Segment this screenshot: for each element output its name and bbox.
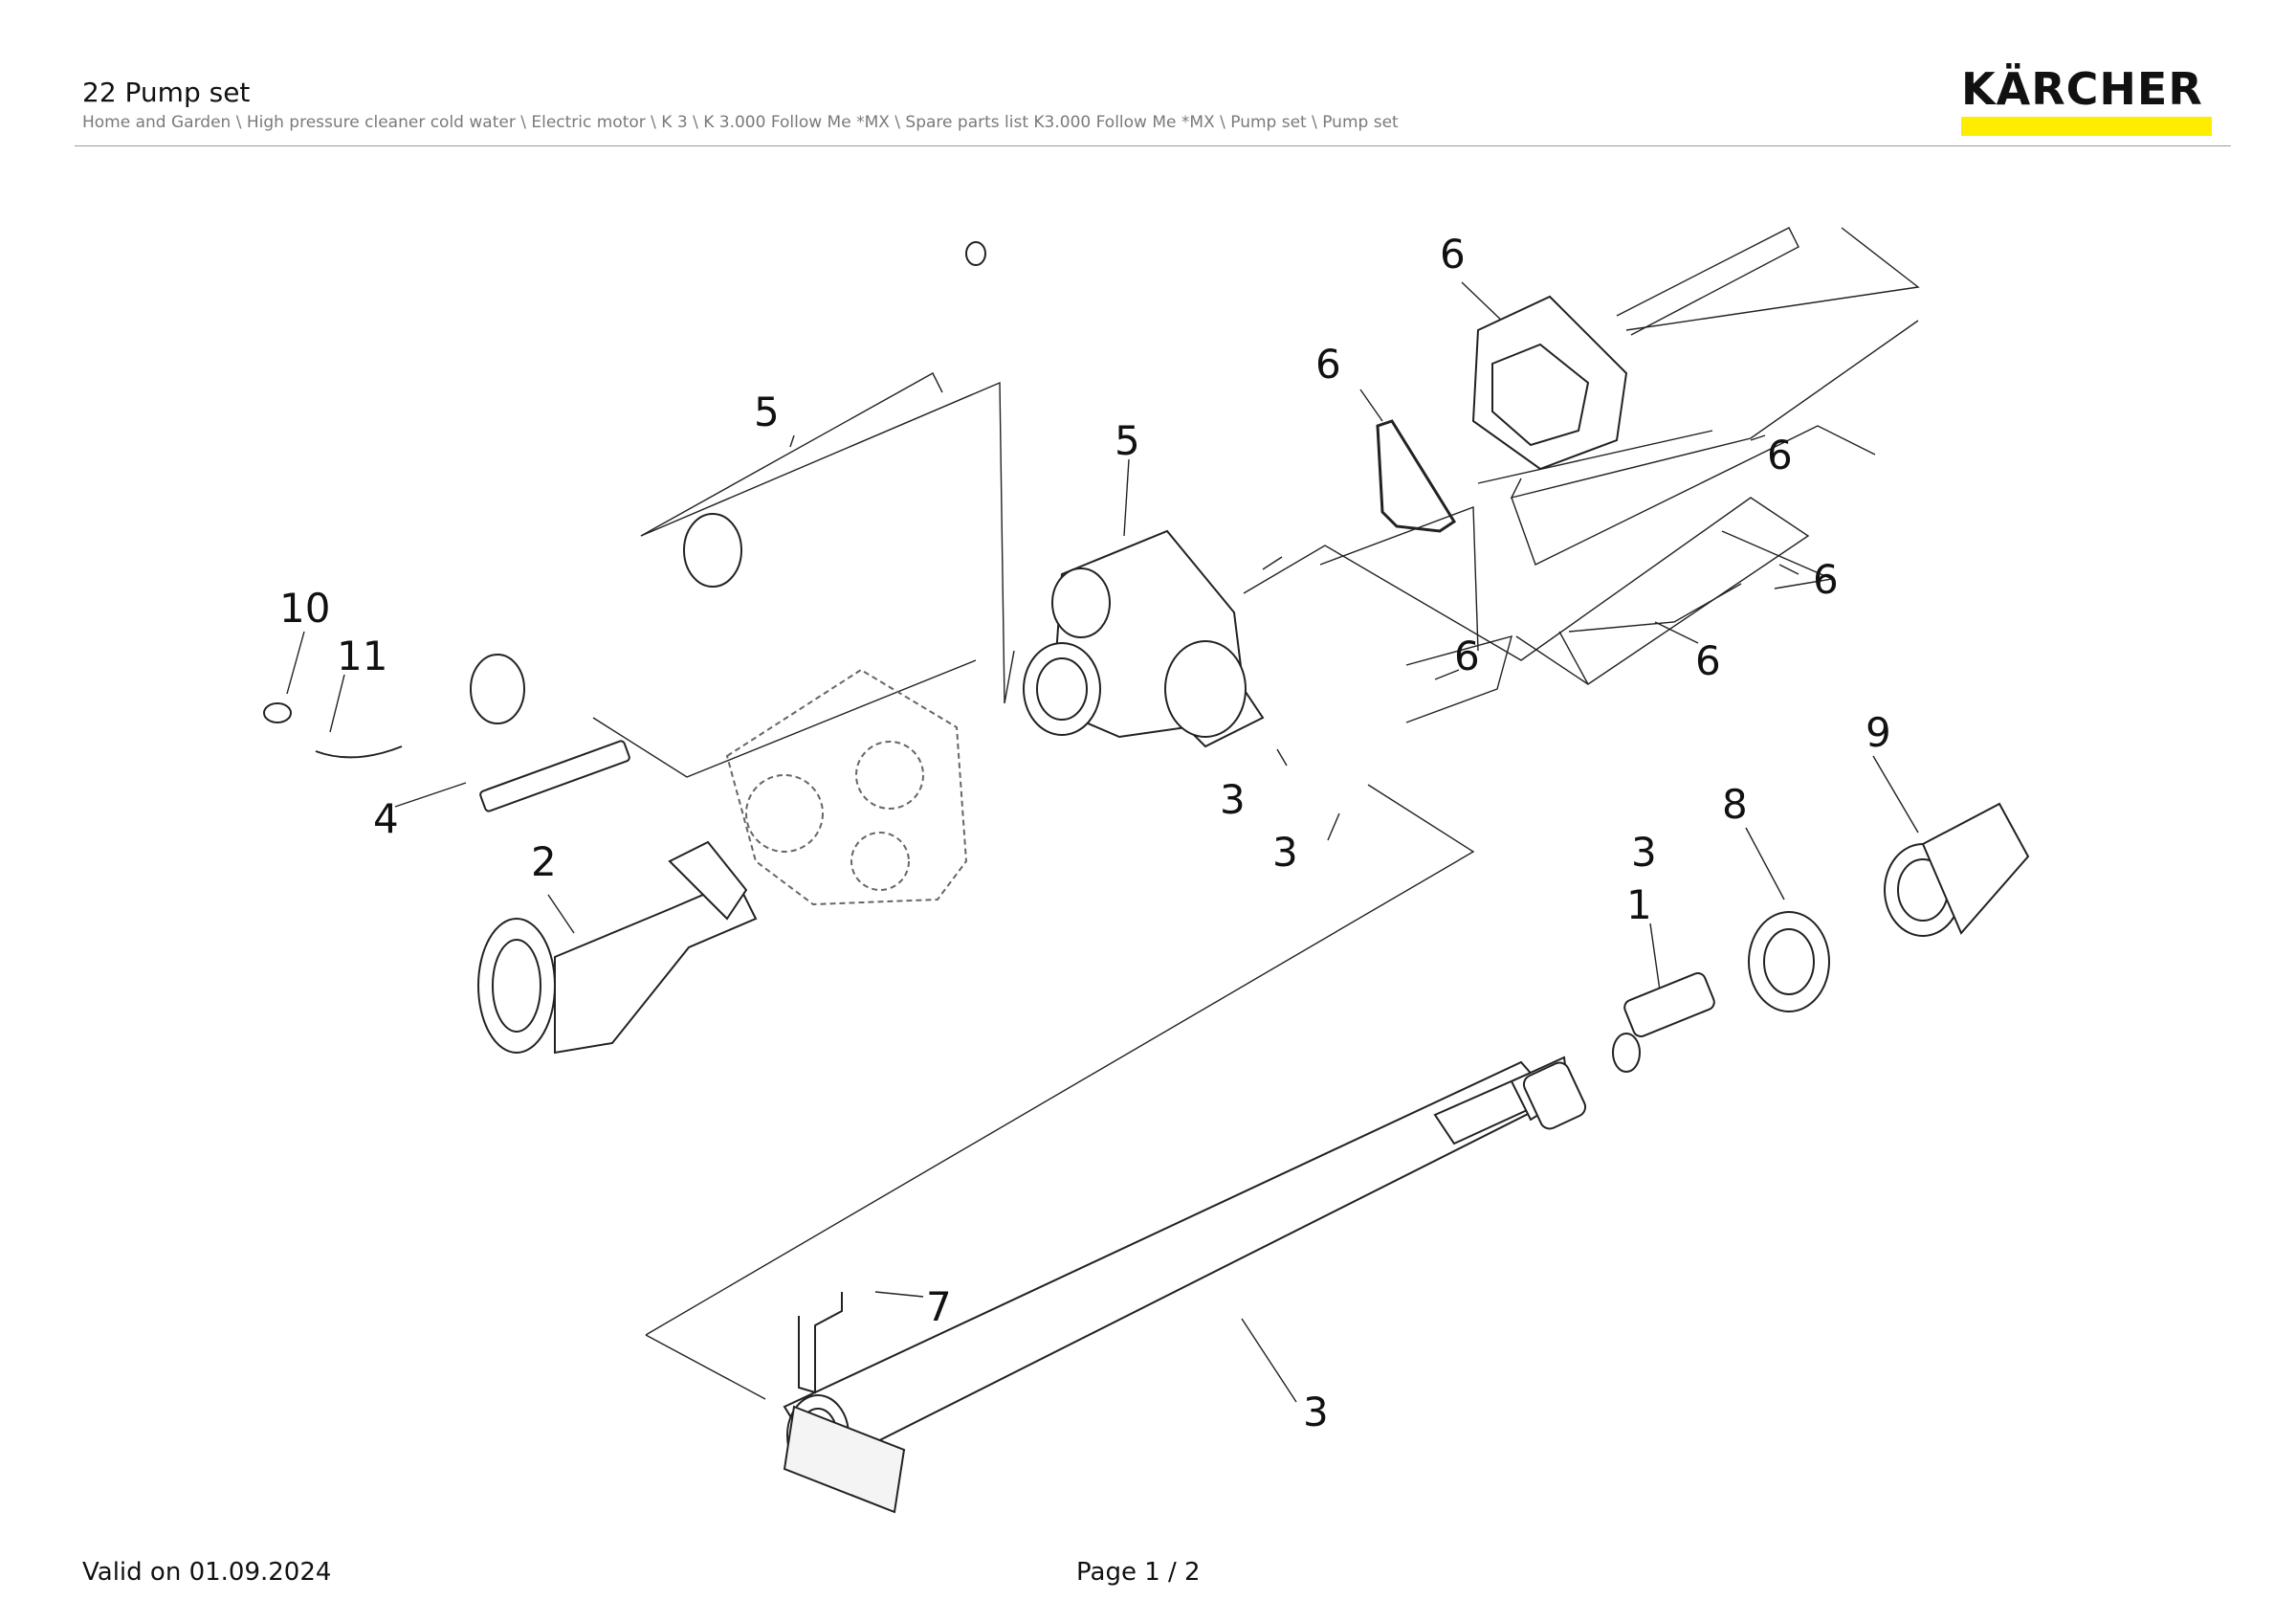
callout-6c: 6 bbox=[1767, 432, 1793, 478]
breadcrumb: Home and Garden \ High pressure cleaner … bbox=[82, 113, 1399, 132]
part-housing-ghost bbox=[725, 668, 968, 906]
part-inlet-connector bbox=[1884, 802, 2030, 937]
callout-labels: 1 2 3 3 3 3 4 5 5 6 6 6 6 6 6 7 8 9 10 1… bbox=[279, 231, 1891, 1435]
karcher-logo: KÄRCHER bbox=[1961, 65, 2212, 136]
callout-1: 1 bbox=[1626, 881, 1652, 928]
part-gasket-triangle bbox=[1376, 419, 1457, 533]
callout-3b: 3 bbox=[1272, 829, 1298, 876]
part-bracket bbox=[798, 1292, 843, 1394]
part-pistons bbox=[470, 241, 986, 812]
callout-6a: 6 bbox=[1440, 231, 1466, 278]
part-pump-head bbox=[1023, 529, 1265, 748]
part-valve-cover bbox=[1471, 295, 1628, 471]
callout-3c: 3 bbox=[1631, 829, 1657, 876]
part-cap-with-hose bbox=[263, 702, 403, 759]
callout-10: 10 bbox=[279, 585, 330, 632]
page-number: Page 1 / 2 bbox=[1076, 1558, 1201, 1587]
callout-2: 2 bbox=[531, 838, 557, 885]
callout-5a: 5 bbox=[754, 389, 780, 435]
callout-8: 8 bbox=[1722, 781, 1748, 828]
callout-6b: 6 bbox=[1315, 341, 1341, 388]
callout-6f: 6 bbox=[1695, 637, 1721, 684]
callout-3d: 3 bbox=[1303, 1389, 1329, 1435]
callout-4: 4 bbox=[373, 795, 399, 842]
leader-lines bbox=[286, 281, 1919, 1403]
part-hose-assembly bbox=[783, 1056, 1587, 1514]
assembly-grouping-lines bbox=[592, 227, 1920, 1400]
logo-wordmark: KÄRCHER bbox=[1961, 63, 2203, 115]
header-divider bbox=[75, 145, 2231, 146]
callout-9: 9 bbox=[1866, 709, 1891, 756]
part-filter bbox=[1612, 972, 1715, 1073]
page-title: 22 Pump set bbox=[82, 77, 251, 108]
callout-3a: 3 bbox=[1220, 776, 1246, 823]
callout-6e: 6 bbox=[1454, 633, 1480, 679]
callout-7: 7 bbox=[926, 1283, 952, 1330]
part-motor-adapter bbox=[477, 840, 758, 1055]
part-union-nut bbox=[1748, 911, 1830, 1012]
valid-date: Valid on 01.09.2024 bbox=[82, 1558, 332, 1587]
logo-yellow-bar bbox=[1961, 117, 2212, 136]
callout-11: 11 bbox=[337, 633, 387, 679]
callout-5b: 5 bbox=[1115, 417, 1140, 464]
callout-6d: 6 bbox=[1813, 556, 1839, 603]
